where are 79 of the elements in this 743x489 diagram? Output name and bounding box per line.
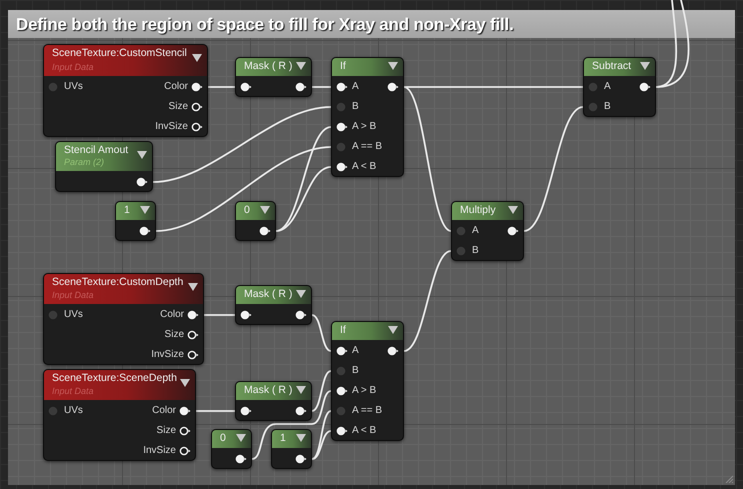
material-node <box>331 321 404 441</box>
material-node <box>451 201 524 261</box>
pin-label: Color <box>160 308 184 321</box>
wire <box>311 86 332 88</box>
node-title: 0 <box>244 204 250 217</box>
pin-label: B <box>352 100 359 113</box>
wire <box>311 410 332 460</box>
wire <box>655 0 690 88</box>
wire <box>311 370 332 412</box>
pin-label: A > B <box>352 120 376 133</box>
wire <box>403 86 584 88</box>
material-node <box>235 381 312 421</box>
material-node <box>235 57 312 97</box>
wire <box>275 166 332 232</box>
pin-label: UVs <box>64 404 83 417</box>
pin-label: Size <box>164 328 184 341</box>
pin-label: UVs <box>64 80 83 93</box>
node-title: Mask ( R ) <box>244 384 292 397</box>
node-title: Subtract <box>592 60 632 73</box>
material-node <box>331 57 404 177</box>
pin-label: A <box>472 224 479 237</box>
pin-label: A <box>352 344 359 357</box>
material-node <box>271 429 312 469</box>
wire <box>203 314 236 316</box>
wire <box>275 126 332 232</box>
wire <box>311 314 332 352</box>
pin-label: A < B <box>352 160 376 173</box>
pin-label: Color <box>164 80 188 93</box>
node-title: 1 <box>280 432 286 445</box>
material-node <box>43 44 208 137</box>
pin-label: A <box>352 80 359 93</box>
wire <box>155 146 332 232</box>
node-title: Stencil Amout <box>64 144 128 157</box>
pin-label: B <box>472 244 479 257</box>
wire <box>403 86 452 232</box>
material-node <box>211 429 252 469</box>
material-node <box>235 201 276 241</box>
pin-label: A == B <box>352 140 382 153</box>
wire <box>403 250 452 352</box>
wire <box>195 410 236 412</box>
wire <box>311 430 332 460</box>
pin-label: A <box>604 80 611 93</box>
node-title: Mask ( R ) <box>244 60 292 73</box>
pin-label: InvSize <box>143 444 176 457</box>
node-title: SceneTexture:SceneDepth <box>52 372 177 385</box>
node-title: Mask ( R ) <box>244 288 292 301</box>
pin-label: A == B <box>352 404 382 417</box>
material-node <box>55 141 153 192</box>
wire <box>251 390 332 460</box>
node-title: If <box>340 324 346 337</box>
material-node <box>43 369 196 461</box>
pin-label: Color <box>152 404 176 417</box>
node-title: 0 <box>220 432 226 445</box>
pin-label: Size <box>156 424 176 437</box>
wire <box>152 106 332 183</box>
wire <box>523 106 584 232</box>
pin-label: A > B <box>352 384 376 397</box>
material-node <box>43 273 204 365</box>
material-node <box>235 285 312 325</box>
node-subtitle: Param (2) <box>64 157 104 168</box>
comment-title: Define both the region of space to fill for Xray and non-Xray fill. <box>16 15 514 34</box>
pin-label: UVs <box>64 308 83 321</box>
node-subtitle: Input Data <box>52 62 94 73</box>
node-subtitle: Input Data <box>52 290 94 301</box>
node-title: If <box>340 60 346 73</box>
pin-label: B <box>352 364 359 377</box>
wire <box>207 86 236 88</box>
pin-label: InvSize <box>155 120 188 133</box>
pin-label: Size <box>168 100 188 113</box>
node-title: SceneTexture:CustomStencil <box>52 47 187 60</box>
node-title: SceneTexture:CustomDepth <box>52 276 184 289</box>
pin-label: InvSize <box>151 348 184 361</box>
pin-label: A < B <box>352 424 376 437</box>
pin-label: B <box>604 100 611 113</box>
material-node <box>115 201 156 241</box>
node-subtitle: Input Data <box>52 386 94 397</box>
material-node <box>583 57 656 117</box>
node-title: Multiply <box>460 204 496 217</box>
node-title: 1 <box>124 204 130 217</box>
